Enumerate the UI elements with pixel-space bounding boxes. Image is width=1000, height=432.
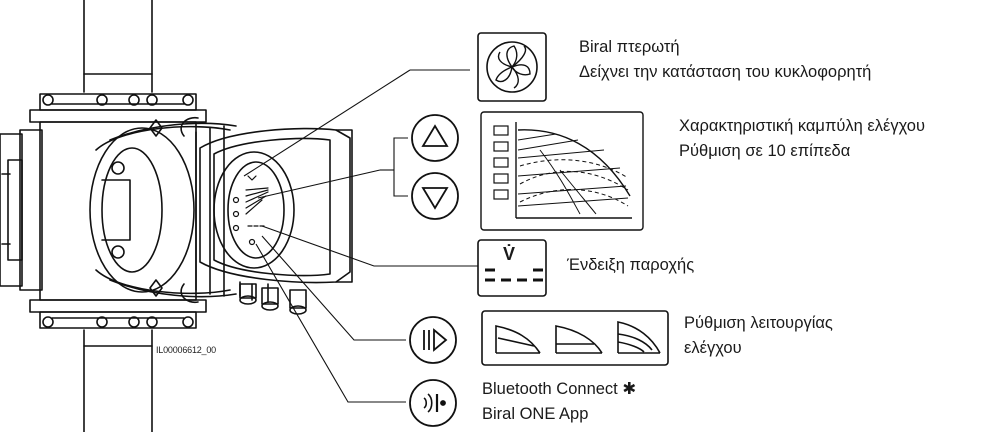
arrow-down-icon (411, 172, 459, 220)
flow-symbol: V̇ (503, 244, 516, 264)
control-mode-curves-icon (481, 310, 669, 366)
pipe-bottom (83, 329, 153, 432)
flange-bottom (29, 299, 207, 329)
flow-indicator-icon (477, 239, 547, 297)
fan-callout-line1: Biral πτερωτή (579, 38, 680, 56)
bluetooth-connect-icon (409, 379, 457, 427)
flange-top (29, 93, 207, 123)
image-code: IL00006612_00 (156, 345, 216, 355)
pipe-top (83, 0, 153, 93)
motor-body (89, 127, 195, 293)
fan-callout-line2: Δείχνει την κατάσταση του κυκλοφορητή (579, 63, 872, 81)
display-details (232, 175, 269, 246)
control-curve-icon (480, 111, 644, 231)
leader-lines (243, 69, 478, 403)
arrow-up-icon (411, 114, 459, 162)
pump-housing (0, 119, 197, 301)
control-box (199, 127, 353, 303)
bluetooth-callout-line1: Bluetooth Connect ✱ (482, 380, 637, 398)
mode-callout-line2: ελέγχου (684, 339, 742, 357)
curve-callout-line2: Ρύθμιση σε 10 επίπεδα (679, 142, 851, 160)
mode-callout-line1: Ρύθμιση λειτουργίας (684, 314, 833, 332)
flow-callout-line1: Ένδειξη παροχής (567, 256, 695, 274)
mode-button-icon (409, 316, 457, 364)
fan-icon (477, 32, 547, 102)
curve-callout-line1: Χαρακτηριστική καμπύλη ελέγχου (679, 117, 925, 135)
motor-fins (95, 116, 237, 304)
cable-glands (239, 283, 307, 315)
bluetooth-callout-line2: Biral ONE App (482, 405, 589, 423)
